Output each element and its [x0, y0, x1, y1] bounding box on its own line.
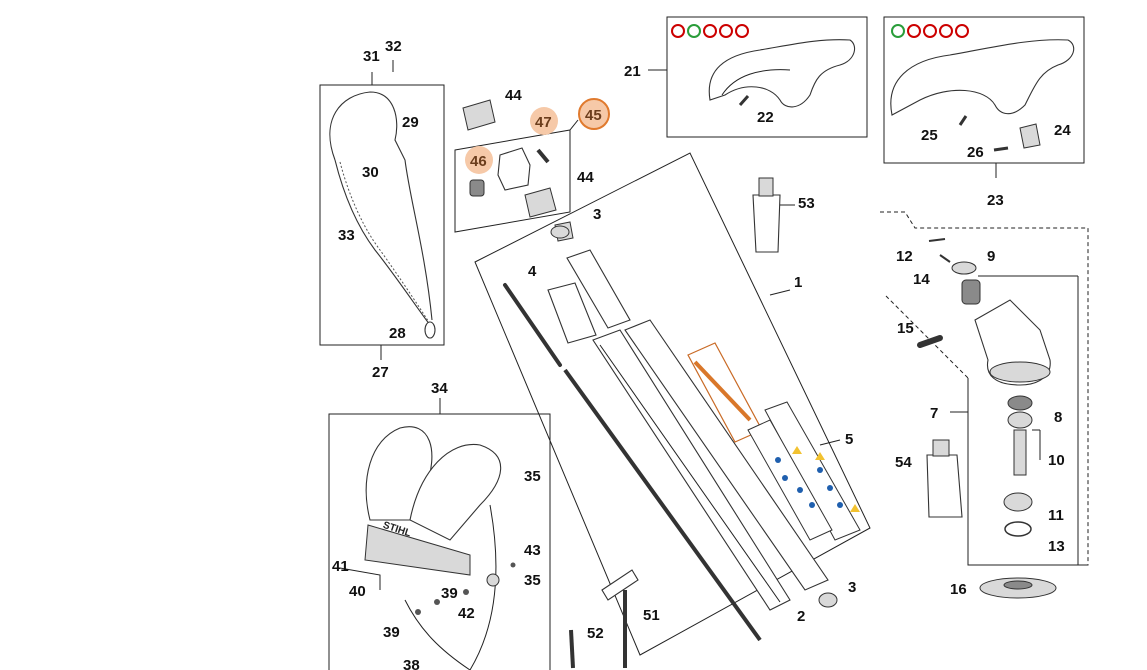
callout-25: 25	[921, 127, 938, 144]
callout-38: 38	[403, 657, 420, 670]
thrust-plate-16	[979, 577, 1057, 599]
callout-44-bottom: 44	[577, 169, 594, 186]
callout-41: 41	[332, 558, 349, 575]
label-sticker-group	[687, 342, 861, 541]
callout-45-highlight[interactable]: 45	[578, 98, 610, 130]
callout-28: 28	[389, 325, 406, 342]
callout-35-bottom: 35	[524, 572, 541, 589]
callout-54: 54	[895, 454, 912, 471]
callout-44-top: 44	[505, 87, 522, 104]
callout-22: 22	[757, 109, 774, 126]
callout-14: 14	[913, 271, 930, 288]
callout-33: 33	[338, 227, 355, 244]
callout-39-low: 39	[383, 624, 400, 641]
callout-5: 5	[845, 431, 853, 448]
callout-47: 47	[535, 114, 552, 131]
callout-26: 26	[967, 144, 984, 161]
callout-13: 13	[1048, 538, 1065, 555]
callout-46: 46	[470, 153, 487, 170]
drive-shaft-group	[474, 152, 871, 656]
harness-group: STIHL	[328, 398, 551, 670]
callout-40: 40	[349, 583, 366, 600]
warning-icons-21	[671, 24, 749, 38]
callout-7: 7	[930, 405, 938, 422]
callout-2: 2	[797, 608, 805, 625]
callout-47-highlight[interactable]: 47	[530, 107, 558, 135]
callout-31: 31	[363, 48, 380, 65]
callout-27: 27	[372, 364, 389, 381]
callout-43: 43	[524, 542, 541, 559]
callout-21: 21	[624, 63, 641, 80]
callout-46-highlight[interactable]: 46	[465, 146, 493, 174]
callout-53: 53	[798, 195, 815, 212]
grease-tube-53	[752, 177, 795, 253]
gear-head-group	[880, 211, 1089, 566]
warning-icons-23	[891, 24, 969, 38]
callout-42: 42	[458, 605, 475, 622]
callout-12: 12	[896, 248, 913, 265]
callout-32: 32	[385, 38, 402, 55]
callout-52: 52	[587, 625, 604, 642]
callout-24: 24	[1054, 122, 1071, 139]
callout-4: 4	[528, 263, 537, 280]
guard-box-23	[883, 16, 1085, 178]
callout-10: 10	[1048, 452, 1065, 469]
callout-3-bottom: 3	[848, 579, 856, 596]
callout-9: 9	[987, 248, 995, 265]
callout-34: 34	[431, 380, 448, 397]
callout-1: 1	[794, 274, 802, 291]
callout-11: 11	[1048, 507, 1064, 524]
callout-3-top: 3	[593, 206, 601, 223]
callout-29: 29	[402, 114, 419, 131]
callout-45: 45	[585, 107, 602, 124]
guard-box-21	[648, 16, 868, 138]
callout-8: 8	[1054, 409, 1062, 426]
grease-tube-54	[926, 439, 963, 518]
callout-35-top: 35	[524, 468, 541, 485]
tool-pin-52	[569, 629, 575, 669]
callout-16: 16	[950, 581, 967, 598]
callout-23: 23	[987, 192, 1004, 209]
callout-51: 51	[643, 607, 660, 624]
callout-39-mid: 39	[441, 585, 458, 602]
shoulder-strap-group	[319, 60, 445, 360]
callout-30: 30	[362, 164, 379, 181]
callout-15: 15	[897, 320, 914, 337]
tool-wrench-51	[601, 569, 639, 668]
